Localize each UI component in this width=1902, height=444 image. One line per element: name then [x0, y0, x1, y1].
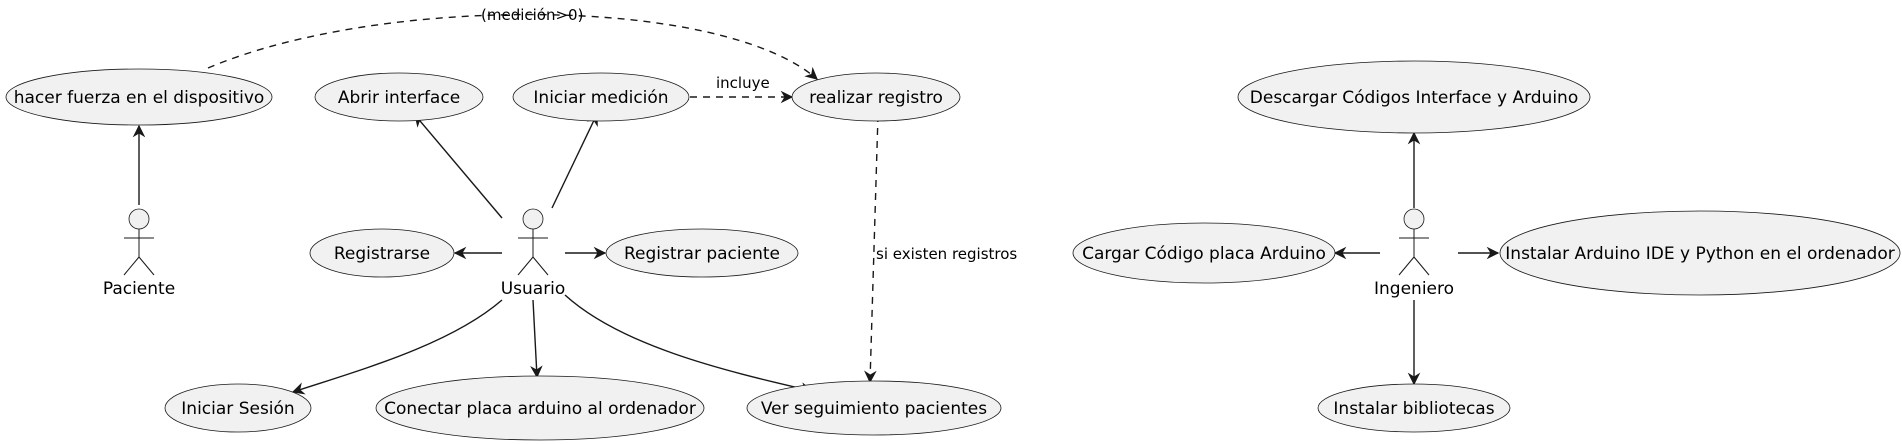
actor-label: Paciente — [103, 279, 175, 299]
edge-usuario-to-iniciar-medicion — [551, 112, 598, 209]
usecase-label: Conectar placa arduino al ordenador — [384, 399, 696, 419]
usecase-label: Abrir interface — [338, 88, 460, 108]
actor-paciente: Paciente — [103, 208, 175, 299]
edge-labels: (medición>0) incluye si existen registro… — [481, 6, 1017, 263]
usecase-label: Instalar Arduino IDE y Python en el orde… — [1505, 244, 1894, 264]
usecase-label: Iniciar Sesión — [181, 399, 294, 419]
edges — [132, 13, 1500, 395]
usecase-label: Ver seguimiento pacientes — [761, 399, 987, 419]
edge-usuario-to-conectar-placa — [530, 299, 543, 379]
edge-si-existen — [864, 114, 879, 384]
actor-usuario: Usuario — [501, 208, 566, 299]
usecase-label: Iniciar medición — [533, 88, 668, 108]
usecase-label: Registrar paciente — [624, 244, 780, 264]
edge-usuario-to-abrir-interface — [414, 114, 503, 219]
usecases: hacer fuerza en el dispositivo Abrir int… — [5, 60, 1901, 441]
edge-usuario-to-ver-seguimiento — [564, 294, 814, 395]
actor-ingeniero: Ingeniero — [1374, 208, 1454, 299]
usecase-label: hacer fuerza en el dispositivo — [14, 88, 265, 108]
edge-label-si-existen: si existen registros — [876, 245, 1017, 263]
usecase-abrir-interface: Abrir interface — [314, 72, 484, 122]
edge-usuario-to-iniciar-sesion — [291, 299, 503, 395]
edge-label-medicion: (medición>0) — [481, 6, 583, 24]
usecase-iniciar-medicion: Iniciar medición — [512, 72, 690, 122]
usecase-registrarse: Registrarse — [309, 228, 455, 278]
edge-label-incluye: incluye — [716, 74, 770, 92]
usecase-ver-seguimiento: Ver seguimiento pacientes — [746, 380, 1002, 436]
usecase-label: Cargar Código placa Arduino — [1082, 244, 1326, 264]
usecase-registrar-paciente: Registrar paciente — [605, 228, 799, 278]
usecase-label: Registrarse — [334, 244, 430, 264]
usecase-label: Instalar bibliotecas — [1333, 399, 1494, 419]
usecase-instalar-ide: Instalar Arduino IDE y Python en el orde… — [1499, 210, 1901, 296]
edge-hacer-fuerza-to-registro — [207, 13, 818, 80]
usecase-hacer-fuerza: hacer fuerza en el dispositivo — [5, 68, 273, 126]
usecase-cargar-codigo: Cargar Código placa Arduino — [1072, 222, 1336, 284]
usecase-conectar-placa: Conectar placa arduino al ordenador — [375, 375, 705, 441]
actor-label: Usuario — [501, 279, 566, 299]
usecase-iniciar-sesion: Iniciar Sesión — [164, 383, 312, 433]
usecase-label: Descargar Códigos Interface y Arduino — [1250, 88, 1578, 108]
usecase-instalar-bibliotecas: Instalar bibliotecas — [1317, 383, 1511, 433]
actor-label: Ingeniero — [1374, 279, 1454, 299]
usecase-realizar-registro: realizar registro — [791, 72, 961, 122]
usecase-descargar-codigos: Descargar Códigos Interface y Arduino — [1237, 60, 1591, 134]
usecase-label: realizar registro — [809, 88, 943, 108]
